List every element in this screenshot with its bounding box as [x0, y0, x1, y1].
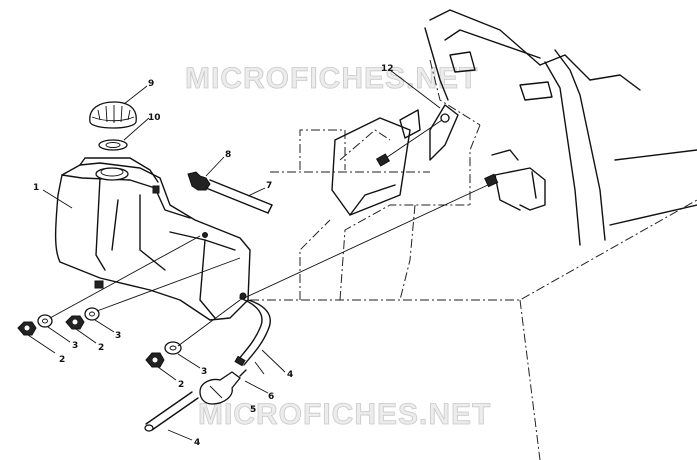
callout-2-a: 2: [59, 355, 65, 365]
callout-1: 1: [33, 183, 39, 193]
callout-3-a: 3: [72, 341, 78, 351]
vent-fitting-and-hose: [187, 171, 273, 214]
callout-5: 5: [250, 405, 256, 415]
callout-2-b: 2: [98, 343, 104, 353]
mounting-bolts: [239, 113, 499, 301]
nuts-and-washers: [17, 235, 241, 368]
callout-4-upper: 4: [287, 370, 293, 380]
seat-frame: [331, 9, 697, 246]
watermark-bottom: MICROFICHES.NET: [198, 398, 491, 431]
callout-3-c: 3: [201, 367, 207, 377]
callout-leaders: [27, 69, 441, 441]
callout-12: 12: [381, 64, 394, 74]
fuel-tank: [54, 157, 251, 321]
callout-6: 6: [268, 392, 274, 402]
callout-10: 10: [148, 113, 161, 123]
callout-9: 9: [148, 79, 154, 89]
fuel-cap-assembly: [89, 101, 137, 151]
callout-8: 8: [225, 150, 231, 160]
watermark-top: MICROFICHES.NET: [185, 62, 478, 95]
callout-2-c: 2: [178, 380, 184, 390]
callout-labels: 1 2 2 2 3 3 3 4 4 5 6 7 8 9 10 12: [33, 64, 394, 448]
fuel-line-hose: [234, 297, 271, 367]
vehicle-frame-phantom: [250, 59, 697, 460]
callout-3-b: 3: [115, 331, 121, 341]
callout-4-lower: 4: [194, 438, 200, 448]
fuel-filter: [144, 369, 247, 432]
callout-7: 7: [266, 181, 272, 191]
